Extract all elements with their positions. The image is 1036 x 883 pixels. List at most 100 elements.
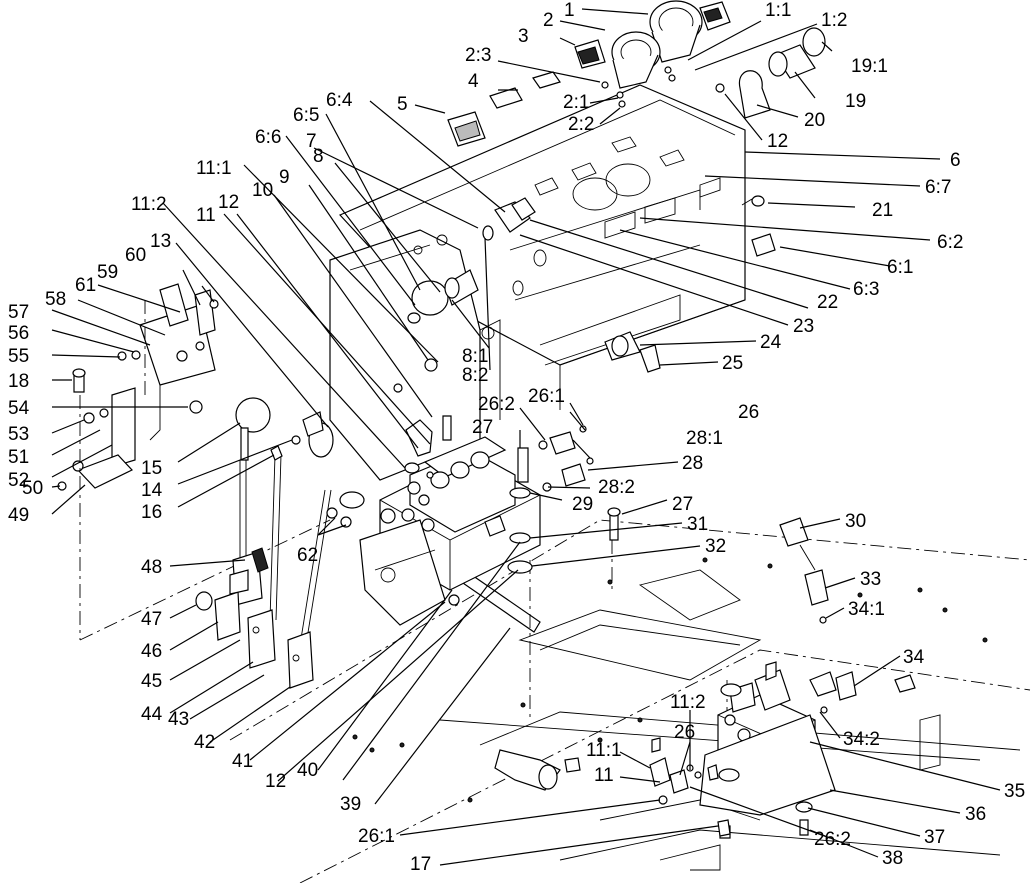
callout-54: 54 bbox=[8, 398, 30, 419]
callout-2: 2 bbox=[543, 10, 554, 31]
callout-12-c: 12 bbox=[265, 771, 286, 792]
callout-22: 22 bbox=[817, 292, 838, 313]
mount-bracket bbox=[57, 283, 219, 640]
callout-26-1-a: 26:1 bbox=[528, 386, 565, 407]
callout-23: 23 bbox=[793, 316, 814, 337]
callout-8: 8 bbox=[313, 146, 324, 167]
callout-19-1: 19:1 bbox=[851, 56, 888, 77]
callout-2-1: 2:1 bbox=[563, 92, 589, 113]
callout-4: 4 bbox=[468, 71, 479, 92]
callout-38: 38 bbox=[882, 848, 903, 869]
callout-62: 62 bbox=[297, 545, 318, 566]
callout-8-2: 8:2 bbox=[462, 365, 488, 386]
callout-12-b: 12 bbox=[218, 192, 239, 213]
callout-47: 47 bbox=[141, 609, 162, 630]
callout-26-1-b: 26:1 bbox=[358, 826, 395, 847]
callout-26-b: 26 bbox=[674, 722, 695, 743]
key-switch-and-pot bbox=[393, 197, 536, 393]
callout-11-b: 11 bbox=[594, 765, 614, 786]
gauges-and-switches bbox=[447, 0, 731, 147]
callout-19: 19 bbox=[845, 91, 866, 112]
callout-28: 28 bbox=[682, 453, 703, 474]
callout-18: 18 bbox=[8, 371, 29, 392]
callout-43: 43 bbox=[168, 709, 189, 730]
callout-11-2-b: 11:2 bbox=[670, 692, 706, 713]
callout-11-a: 11 bbox=[196, 205, 216, 226]
callout-53: 53 bbox=[8, 424, 29, 445]
callout-20: 20 bbox=[804, 110, 825, 131]
callout-14: 14 bbox=[141, 480, 163, 501]
callout-10: 10 bbox=[252, 180, 273, 201]
callout-3: 3 bbox=[518, 26, 529, 47]
callout-6: 6 bbox=[950, 150, 961, 171]
callout-59: 59 bbox=[97, 262, 118, 283]
hydraulic-manifold bbox=[649, 517, 857, 839]
callout-41: 41 bbox=[232, 751, 253, 772]
callout-28-1: 28:1 bbox=[686, 428, 723, 449]
callout-30: 30 bbox=[845, 511, 866, 532]
callout-6-5: 6:5 bbox=[293, 105, 319, 126]
callout-9: 9 bbox=[279, 167, 290, 188]
console-fasteners bbox=[604, 195, 776, 373]
callout-36: 36 bbox=[965, 804, 986, 825]
callout-28-2: 28:2 bbox=[598, 477, 635, 498]
callout-labels: 1 2 3 1:1 1:2 2:3 4 2:1 2:2 5 19:1 19 20… bbox=[8, 0, 1025, 875]
callout-1-2: 1:2 bbox=[821, 10, 847, 31]
callout-6-4: 6:4 bbox=[326, 90, 353, 111]
callout-1: 1 bbox=[564, 0, 575, 21]
callout-44: 44 bbox=[141, 704, 163, 725]
callout-37: 37 bbox=[924, 827, 945, 848]
callout-40: 40 bbox=[297, 760, 318, 781]
callout-7: 7 bbox=[306, 131, 317, 152]
callout-1-1: 1:1 bbox=[765, 0, 791, 21]
callout-32: 32 bbox=[705, 536, 726, 557]
callout-57: 57 bbox=[8, 302, 29, 323]
floor-plate bbox=[79, 510, 1031, 883]
callout-12-a: 12 bbox=[767, 131, 788, 152]
callout-35: 35 bbox=[1004, 781, 1025, 802]
callout-15: 15 bbox=[141, 458, 162, 479]
callout-46: 46 bbox=[141, 641, 162, 662]
callout-56: 56 bbox=[8, 323, 29, 344]
callout-11-2-a: 11:2 bbox=[131, 194, 167, 215]
callout-55: 55 bbox=[8, 346, 29, 367]
callout-26-2-b: 26:2 bbox=[814, 829, 851, 850]
callout-48: 48 bbox=[141, 557, 162, 578]
callout-16: 16 bbox=[141, 502, 162, 523]
leader-lines bbox=[51, 8, 1001, 866]
callout-60: 60 bbox=[125, 245, 146, 266]
callout-49: 49 bbox=[8, 505, 29, 526]
callout-6-3: 6:3 bbox=[853, 279, 879, 300]
callout-27-b: 27 bbox=[672, 494, 693, 515]
callout-51: 51 bbox=[8, 447, 29, 468]
callout-26-a: 26 bbox=[738, 402, 759, 423]
callout-34-1: 34:1 bbox=[848, 599, 885, 620]
callout-31: 31 bbox=[687, 514, 708, 535]
callout-24: 24 bbox=[760, 332, 782, 353]
callout-6-6: 6:6 bbox=[255, 127, 281, 148]
callout-6-7: 6:7 bbox=[925, 177, 951, 198]
callout-29: 29 bbox=[572, 494, 593, 515]
callout-26-2-a: 26:2 bbox=[478, 394, 515, 415]
callout-13: 13 bbox=[150, 231, 171, 252]
callout-58: 58 bbox=[45, 289, 66, 310]
callout-11-1-b: 11:1 bbox=[586, 740, 622, 761]
callout-8-1: 8:1 bbox=[462, 346, 488, 367]
callout-6-1: 6:1 bbox=[887, 257, 913, 278]
control-valve bbox=[359, 415, 621, 626]
callout-6-2: 6:2 bbox=[937, 232, 963, 253]
callout-21: 21 bbox=[872, 200, 893, 221]
nut-17 bbox=[717, 819, 731, 837]
control-levers bbox=[195, 397, 365, 689]
callout-45: 45 bbox=[141, 671, 162, 692]
callout-39: 39 bbox=[340, 794, 361, 815]
callout-5: 5 bbox=[397, 94, 408, 115]
callout-34-2: 34:2 bbox=[843, 729, 880, 750]
callout-25: 25 bbox=[722, 353, 743, 374]
callout-27-a: 27 bbox=[472, 417, 493, 438]
callout-50: 50 bbox=[22, 478, 43, 499]
callout-2-3: 2:3 bbox=[465, 45, 491, 66]
callout-42: 42 bbox=[194, 732, 215, 753]
callout-17: 17 bbox=[410, 854, 431, 875]
